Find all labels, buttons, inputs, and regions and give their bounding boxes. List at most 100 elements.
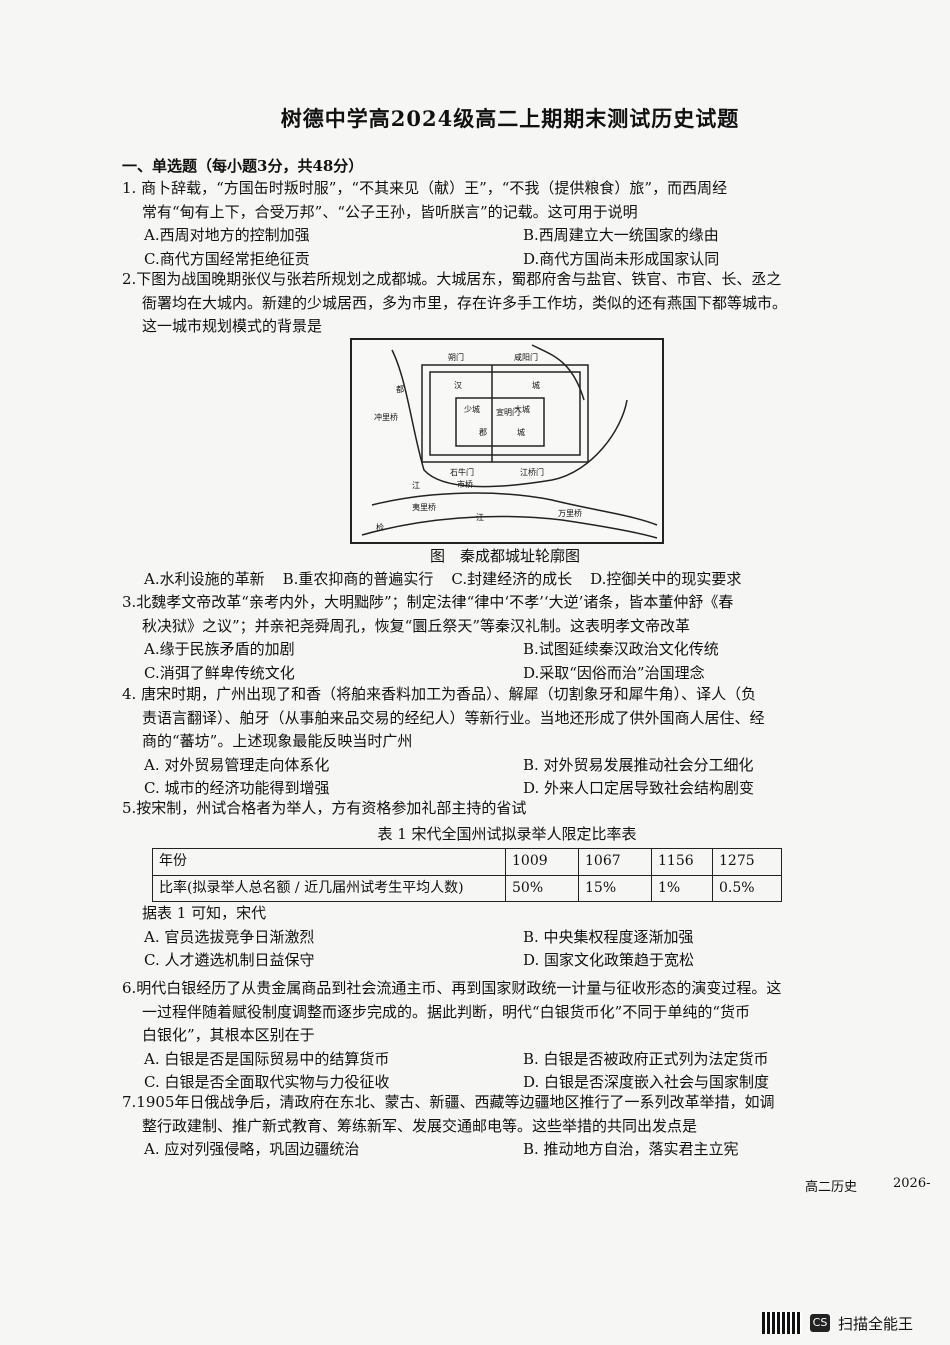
map-label-jun: 郡 [479, 427, 487, 437]
scanner-watermark: CS 扫描全能王 [762, 1312, 913, 1334]
q6-option-d: D. 白银是否深度嵌入社会与国家制度 [523, 1073, 770, 1091]
q5-options: A. 官员选拔竞争日渐激烈 B. 中央集权程度逐渐加强 C. 人才遴选机制日益保… [122, 926, 892, 973]
table-header-year: 年份 [152, 848, 506, 876]
map-label-shaocheng: 少城 [464, 405, 480, 414]
q6-options: A. 白银是否是国际贸易中的结算货币 B. 白银是否被政府正式列为法定货币 C.… [122, 1048, 892, 1095]
map-label-jian: 检 [376, 522, 384, 532]
q1-option-b: B.西周建立大一统国家的缘由 [523, 226, 719, 244]
map-gate-4: 江桥门 [520, 467, 544, 477]
q6-stem-2: 一过程伴随着赋役制度调整而逐步完成的。据此判断，明代“白银货币化”不同于单纯的“… [142, 1002, 751, 1021]
map-label-cheng: 城 [532, 381, 540, 390]
table-cell-year: 1275 [712, 848, 782, 876]
q5-option-b: B. 中央集权程度逐渐加强 [523, 927, 694, 946]
footer-date: 2026- [893, 1176, 931, 1191]
question-6: 6.明代白银经历了从贵金属商品到社会流通主币、再到国家财政统一计量与征收形态的演… [122, 977, 892, 1095]
qr-code-icon [762, 1312, 802, 1334]
map-label-dacheng: 大城 [514, 404, 530, 414]
map-label-jiang-2: 江 [476, 513, 484, 522]
map-gate-3: 石牛门 [450, 467, 474, 477]
table-cell-year: 1009 [505, 848, 579, 876]
q7-stem-2: 整行政建制、推广新式教育、筹练新军、发展交通邮电等。这些举措的共同出发点是 [142, 1116, 698, 1135]
section-heading: 一、单选题（每小题3分，共48分） [122, 157, 364, 175]
q4-option-b: B. 对外贸易发展推动社会分工细化 [523, 755, 754, 774]
q2-option-d: D.控御关中的现实要求 [590, 570, 742, 588]
q7-stem: 7.1905年日俄战争后，清政府在东北、蒙古、新疆、西藏等边疆地区推行了一系列改… [122, 1093, 775, 1111]
q1-stem-2: 常有“甸有上下，合受万邦”、“公子王孙，皆听朕言”的记载。这可用于说明 [142, 202, 638, 221]
q5-option-d: D. 国家文化政策趋于宽松 [523, 951, 695, 969]
question-5: 5.按宋制，州试合格者为举人，方有资格参加礼部主持的省试 表 1 宋代全国州试拟… [122, 797, 892, 973]
q4-option-a: A. 对外贸易管理走向体系化 [144, 755, 330, 774]
question-2: 2.下图为战国晚期张仪与张若所规划之成都城。大城居东，蜀郡府舍与盐官、铁官、市官… [122, 268, 892, 339]
scanner-label: 扫描全能王 [838, 1314, 914, 1333]
q5-after: 据表 1 可知，宋代 [142, 904, 267, 922]
q3-stem-2: 秋决狱》之议”；并亲祀尧舜周孔，恢复“圜丘祭天”等秦汉礼制。这表明孝文帝改革 [142, 616, 691, 635]
q4-stem-2: 责语言翻译）、舶牙（从事舶来品交易的经纪人）等新行业。当地还形成了供外国商人居住… [142, 708, 765, 727]
question-1: 1. 商卜辞载，“方国缶时叛时服”，“不其来见（献）王”，“不我（提供粮食）旅”… [122, 177, 892, 271]
q5-table: 年份 1009 1067 1156 1275 比率(拟录举人总名额 / 近几届州… [152, 848, 782, 902]
question-2-options: A.水利设施的革新 B.重农抑商的普遍实行 C.封建经济的成长 D.控御关中的现… [122, 568, 892, 592]
q5-table-caption: 表 1 宋代全国州试拟录举人限定比率表 [377, 824, 637, 843]
q2-stem-2: 衙署均在大城内。新建的少城居西，多为市里，存在许多手工作坊，类似的还有燕国下都等… [142, 293, 788, 312]
q4-option-d: D. 外来人口定居导致社会结构剧变 [523, 779, 755, 797]
map-gate-5: 宣明门 [496, 407, 520, 417]
q3-option-a: A.缘于民族矛盾的加剧 [144, 640, 295, 658]
q3-options: A.缘于民族矛盾的加剧 B.试图延续秦汉政治文化传统 C.消弭了鲜卑传统文化 D… [122, 638, 892, 685]
q1-stem: 1. 商卜辞载，“方国缶时叛时服”，“不其来见（献）王”，“不我（提供粮食）旅”… [122, 179, 728, 197]
q2-options: A.水利设施的革新 B.重农抑商的普遍实行 C.封建经济的成长 D.控御关中的现… [122, 568, 892, 592]
q4-option-c: C. 城市的经济功能得到增强 [144, 779, 330, 797]
q7-options: A. 应对列强侵略，巩固边疆统治 B. 推动地方自治，落实君主立宪 [122, 1138, 892, 1162]
footer-subject: 高二历史 [805, 1180, 858, 1195]
exam-title: 树德中学高2024级高二上期期末测试历史试题 [280, 106, 740, 131]
q1-option-d: D.商代方国尚未形成国家认同 [523, 249, 720, 268]
q5-stem: 5.按宋制，州试合格者为举人，方有资格参加礼部主持的省试 [122, 799, 527, 817]
table-cell-rate: 1% [651, 874, 713, 902]
q4-options: A. 对外贸易管理走向体系化 B. 对外贸易发展推动社会分工细化 C. 城市的经… [122, 754, 892, 801]
q6-stem-3: 白银化”，其根本区别在于 [142, 1026, 315, 1044]
q6-option-b: B. 白银是否被政府正式列为法定货币 [523, 1049, 769, 1068]
q2-stem: 2.下图为战国晚期张仪与张若所规划之成都城。大城居东，蜀郡府舍与盐官、铁官、市官… [122, 270, 782, 288]
q6-option-c: C. 白银是否全面取代实物与力役征收 [144, 1073, 390, 1091]
q3-option-b: B.试图延续秦汉政治文化传统 [523, 640, 719, 658]
q3-stem: 3.北魏孝文帝改革“亲考内外，大明黜陟”；制定法律“律中‘不孝’‘大逆’诸条，皆… [122, 593, 734, 611]
q1-option-c: C.商代方国经常拒绝征贡 [144, 249, 310, 268]
q2-option-c: C.封建经济的成长 [451, 570, 573, 588]
table-row: 比率(拟录举人总名额 / 近几届州试考生平均人数) 50% 15% 1% 0.5… [152, 874, 782, 902]
q7-option-a: A. 应对列强侵略，巩固边疆统治 [144, 1140, 360, 1158]
map-label-jiang-1: 江 [412, 481, 420, 490]
table-cell-year: 1067 [578, 848, 652, 876]
q5-option-a: A. 官员选拔竞争日渐激烈 [144, 927, 315, 946]
map-label-han: 汉 [454, 381, 462, 390]
q1-options: A.西周对地方的控制加强 B.西周建立大一统国家的缘由 C.商代方国经常拒绝征贡… [122, 224, 892, 271]
map-label-cheng-2: 城 [517, 428, 525, 437]
q6-stem: 6.明代白银经历了从贵金属商品到社会流通主币、再到国家财政统一计量与征收形态的演… [122, 979, 782, 997]
q7-option-b: B. 推动地方自治，落实君主立宪 [523, 1140, 739, 1158]
table-cell-rate: 15% [578, 874, 652, 902]
map-gate-1: 朔门 [448, 352, 464, 362]
q3-option-c: C.消弭了鲜卑传统文化 [144, 663, 295, 682]
map-label-shiqiao: 市桥 [457, 479, 473, 489]
city-map-drawing: 朔门 咸阳门 石牛门 江桥门 宣明门 汉 城 少城 郡 大城 城 江 市桥 江 … [361, 344, 658, 539]
table-cell-rate: 0.5% [712, 874, 782, 902]
table-cell-rate: 50% [505, 874, 579, 902]
q6-option-a: A. 白银是否是国际贸易中的结算货币 [144, 1049, 390, 1068]
q1-option-a: A.西周对地方的控制加强 [144, 226, 310, 244]
question-3: 3.北魏孝文帝改革“亲考内外，大明黜陟”；制定法律“律中‘不孝’‘大逆’诸条，皆… [122, 591, 892, 685]
map-label-chongli: 冲里桥 [374, 412, 398, 422]
question-4: 4. 唐宋时期，广州出现了和香（将舶来香料加工为香品）、解犀（切割象牙和犀牛角）… [122, 683, 892, 801]
map-label-yili: 夷里桥 [412, 502, 436, 512]
q5-option-c: C. 人才遴选机制日益保守 [144, 951, 315, 969]
map-caption: 图 秦成都城址轮廓图 [429, 547, 580, 565]
q2-stem-3: 这一城市规划模式的背景是 [142, 317, 323, 335]
q3-option-d: D.采取“因俗而治”治国理念 [523, 663, 705, 682]
table-header-rate: 比率(拟录举人总名额 / 近几届州试考生平均人数) [152, 874, 506, 902]
q4-stem-3: 商的“蕃坊”。上述现象最能反映当时广州 [142, 732, 413, 750]
q2-option-a: A.水利设施的革新 [144, 570, 265, 588]
q2-option-b: B.重农抑商的普遍实行 [282, 570, 434, 588]
camscanner-logo-icon: CS [810, 1314, 830, 1332]
map-label-du: 都 [396, 385, 404, 394]
city-map-figure: 朔门 咸阳门 石牛门 江桥门 宣明门 汉 城 少城 郡 大城 城 江 市桥 江 … [350, 338, 664, 544]
table-row: 年份 1009 1067 1156 1275 [152, 848, 782, 876]
map-label-wanli: 万里桥 [558, 508, 582, 518]
question-7: 7.1905年日俄战争后，清政府在东北、蒙古、新疆、西藏等边疆地区推行了一系列改… [122, 1091, 892, 1162]
